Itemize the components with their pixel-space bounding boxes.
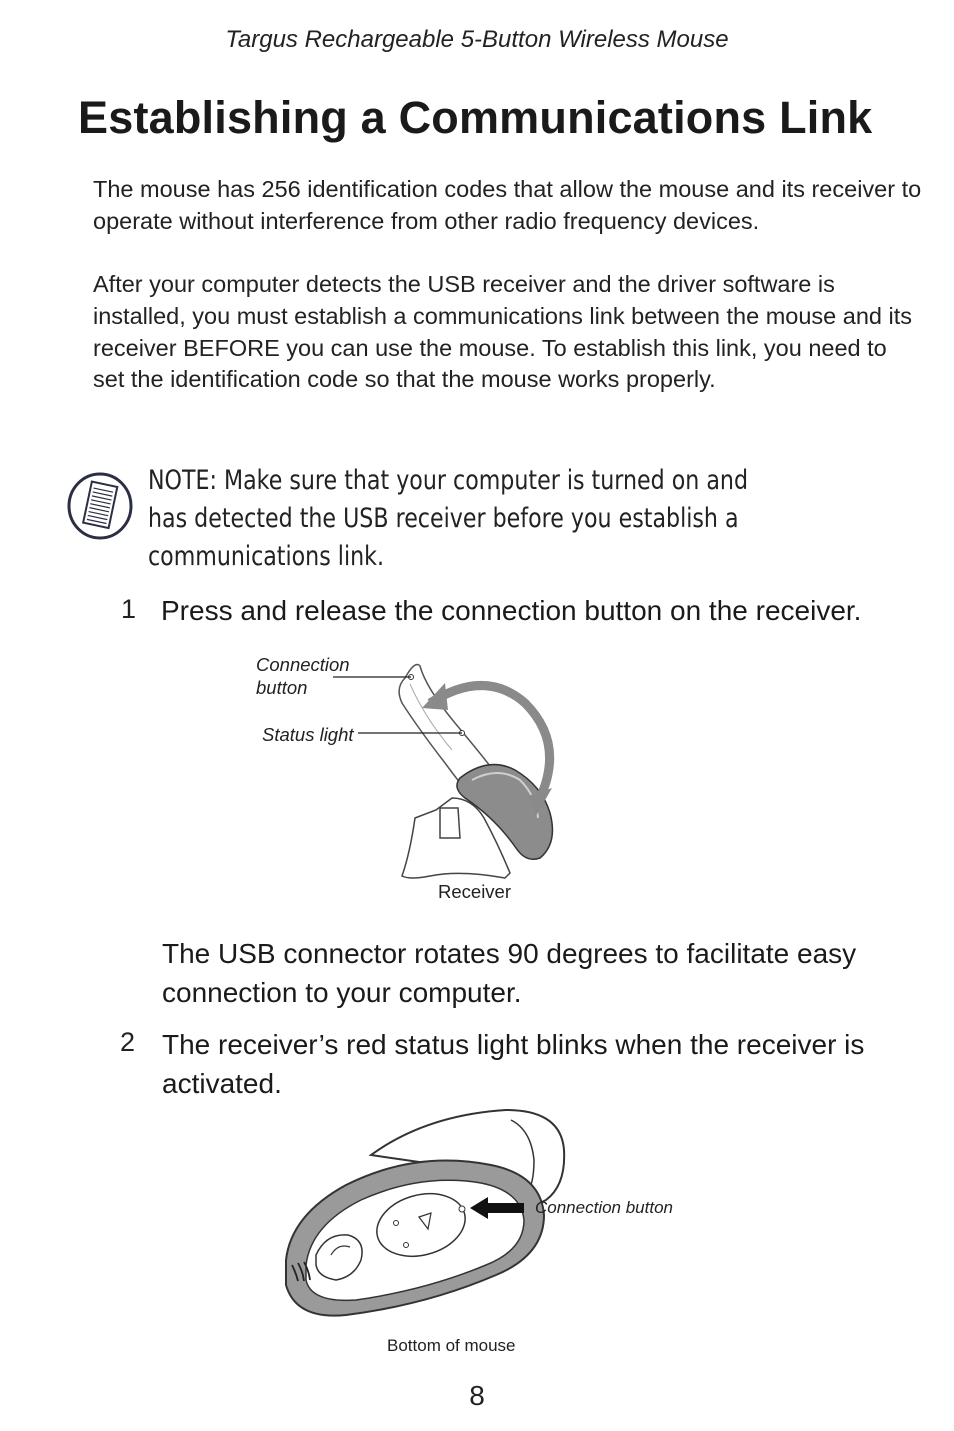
link-paragraph: After your computer detects the USB rece… [93,271,913,393]
connection-button-label: Connection button [256,653,350,699]
running-header: Targus Rechargeable 5-Button Wireless Mo… [225,26,729,53]
usb-note: The USB connector rotates 90 degrees to … [162,938,857,1008]
page-number: 8 [469,1380,485,1411]
connection-button-label: Connection button [535,1198,673,1217]
note-line: communications link. [148,541,384,572]
step-text: Press and release the connection button … [161,595,862,626]
label-line: Connection [256,654,350,675]
label-line: button [256,677,308,698]
note-line: has detected the USB receiver before you… [148,503,739,534]
intro-paragraph: The mouse has 256 identification codes t… [93,176,922,234]
page-title: Establishing a Communications Link [78,92,873,143]
mouse-bottom-caption: Bottom of mouse [387,1336,516,1355]
mouse-bottom-illustration [285,1108,566,1317]
notepad-icon [67,472,133,540]
step-text: The receiver’s red status light blinks w… [162,1029,865,1099]
receiver-illustration [333,663,555,879]
status-light-label: Status light [262,724,354,745]
step-number: 1 [121,594,137,624]
note-text: NOTE: Make sure that your computer is tu… [148,462,748,576]
note-line: NOTE: Make sure that your computer is tu… [148,465,748,496]
step-number: 2 [120,1027,136,1057]
receiver-caption: Receiver [438,881,511,902]
